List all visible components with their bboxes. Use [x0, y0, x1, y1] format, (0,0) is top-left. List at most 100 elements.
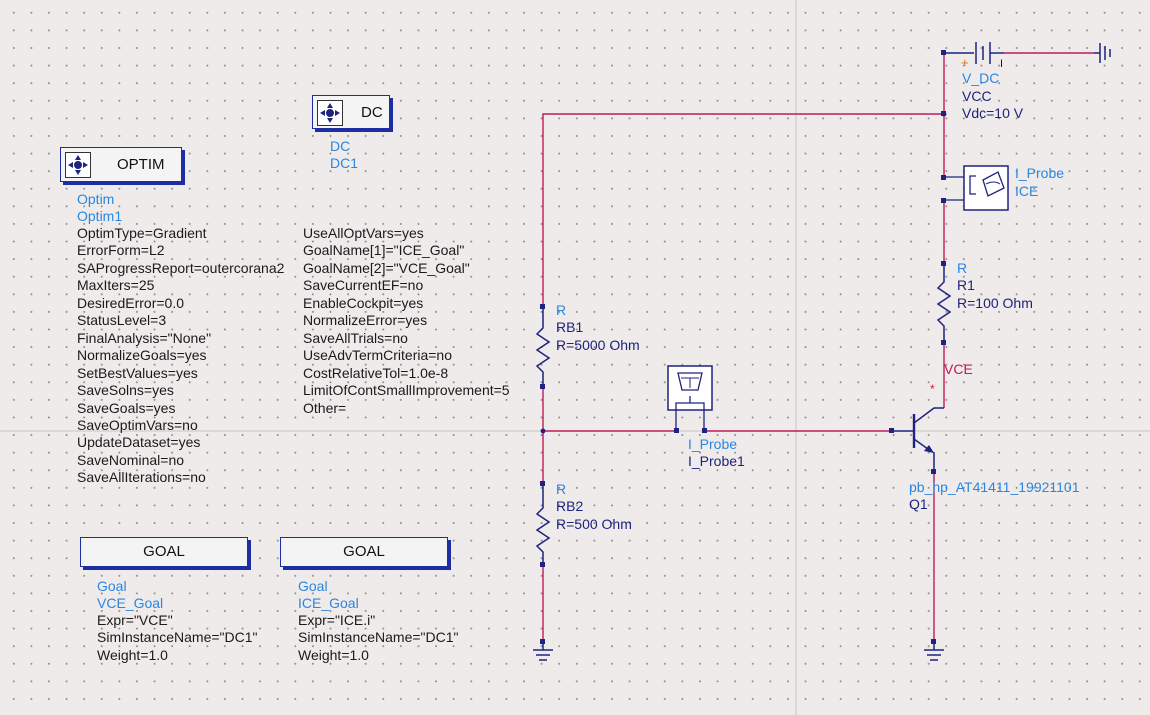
pin-square	[889, 428, 894, 433]
optim-param: NormalizeError=yes	[303, 312, 428, 329]
probe1-type-label: I_Probe	[688, 436, 738, 452]
pin-square	[540, 639, 545, 644]
goal1-type-label: Goal	[97, 578, 127, 594]
goal-header: GOAL	[343, 543, 385, 560]
transistor-q1	[892, 407, 944, 470]
r1-type-label: R	[957, 260, 968, 276]
goal1-param: Expr="VCE"	[97, 612, 173, 628]
ground-symbol-right	[1094, 43, 1111, 63]
dc-instance-name: DC1	[330, 155, 359, 171]
optim-param: ErrorForm=L2	[77, 242, 165, 259]
optim-param: UseAllOptVars=yes	[303, 225, 424, 241]
vdc-value: Vdc=10 V	[962, 105, 1024, 121]
dc-icon	[317, 100, 343, 126]
pin-square	[540, 304, 545, 309]
junction-dot	[540, 428, 546, 434]
optim-instance-name: Optim1	[77, 208, 123, 224]
goal2-param: Weight=1.0	[298, 647, 369, 663]
optim-param: LimitOfContSmallImprovement=5	[303, 382, 510, 399]
optim-param: OptimType=Gradient	[77, 225, 207, 241]
node-marker: *	[930, 382, 935, 396]
ground-symbol-q1	[924, 644, 944, 661]
optim-param: SaveCurrentEF=no	[303, 277, 424, 294]
emitter-arrow	[924, 445, 934, 453]
optim-param: SaveSolns=yes	[77, 382, 174, 399]
optim-param: SaveAllTrials=no	[303, 329, 408, 346]
rb1-instance-name: RB1	[556, 319, 584, 335]
vdc-type-label: V_DC	[962, 70, 1000, 86]
optim-param: SAProgressReport=outercorana2	[77, 259, 285, 276]
optim-param: StatusLevel=3	[77, 312, 167, 329]
probe1-instance-name: I_Probe1	[688, 453, 745, 469]
optim-param: CostRelativeTol=1.0e-8	[303, 364, 449, 381]
q1-instance-name: Q1	[909, 496, 928, 512]
current-probe-ice	[944, 165, 1009, 211]
optim-param: GoalName[2]="VCE_Goal"	[303, 259, 470, 276]
q1-model-label: pb_hp_AT41411_19921101	[909, 479, 1080, 495]
pin-square	[941, 198, 946, 203]
pin-square	[941, 261, 946, 266]
dc-type-label: DC	[330, 138, 351, 154]
dc-header: DC	[361, 104, 383, 121]
optim-param: SaveOptimVars=no	[77, 416, 198, 433]
optim-param: GoalName[1]="ICE_Goal"	[303, 242, 465, 259]
resistor-r1	[936, 266, 952, 340]
optim-param: SaveGoals=yes	[77, 399, 176, 416]
optim-param: UpdateDataset=yes	[77, 434, 201, 451]
optim-type-label: Optim	[77, 191, 115, 207]
optim-param: UseAdvTermCriteria=no	[303, 347, 452, 364]
optim-icon	[65, 152, 91, 178]
goal2-param: SimInstanceName="DC1"	[298, 629, 459, 645]
goal2-param: Expr="ICE.i"	[298, 612, 376, 628]
goal-box-vce[interactable]: GOAL	[80, 537, 248, 567]
rb2-value: R=500 Ohm	[556, 516, 632, 532]
ground-symbol-left	[533, 644, 553, 661]
wire-top-left	[542, 113, 944, 306]
goal2-instance-name: ICE_Goal	[298, 595, 359, 611]
vdc-minus-sign: I	[1000, 58, 1004, 70]
goal2-type-label: Goal	[298, 578, 328, 594]
optim-header: OPTIM	[117, 156, 165, 173]
pin-square	[540, 562, 545, 567]
optim-param: FinalAnalysis="None"	[77, 329, 212, 346]
resistor-rb1	[535, 309, 551, 384]
optim-param: DesiredError=0.0	[77, 294, 184, 311]
goal1-param: Weight=1.0	[97, 647, 168, 663]
goal-box-ice[interactable]: GOAL	[280, 537, 448, 567]
optim-param: NormalizeGoals=yes	[77, 347, 207, 364]
goal1-instance-name: VCE_Goal	[97, 595, 164, 611]
probe-ice-name: ICE	[1015, 183, 1039, 199]
optim-param: SaveAllIterations=no	[77, 469, 206, 486]
node-label-vce: VCE	[944, 361, 973, 377]
dc-controller[interactable]: DC	[312, 95, 390, 129]
pin-square	[941, 340, 946, 345]
rb2-type-label: R	[556, 481, 567, 497]
vdc-plus-sign: +	[961, 55, 969, 70]
pin-square	[931, 469, 936, 474]
rb2-instance-name: RB2	[556, 498, 584, 514]
optim-param: SaveNominal=no	[77, 451, 185, 468]
optim-controller[interactable]: OPTIM	[60, 147, 182, 182]
goal-header: GOAL	[143, 543, 185, 560]
pin-square	[540, 384, 545, 389]
vdc-instance-name: VCC	[962, 88, 992, 104]
goal1-param: SimInstanceName="DC1"	[97, 629, 258, 645]
optim-param: EnableCockpit=yes	[303, 294, 424, 311]
pin-square	[941, 50, 946, 55]
pin-square	[941, 111, 946, 116]
current-probe-1	[667, 365, 713, 431]
wires	[542, 52, 1094, 642]
optim-param: Other=	[303, 399, 347, 416]
optim-param: MaxIters=25	[77, 277, 155, 294]
r1-instance-name: R1	[957, 277, 975, 293]
battery-symbol	[944, 42, 1004, 64]
r1-value: R=100 Ohm	[957, 295, 1033, 311]
probe-ice-type-label: I_Probe	[1015, 165, 1065, 181]
resistor-rb2	[535, 486, 551, 562]
pin-square	[540, 481, 545, 486]
pin-square	[941, 175, 946, 180]
rb1-value: R=5000 Ohm	[556, 337, 640, 353]
pin-square	[931, 639, 936, 644]
